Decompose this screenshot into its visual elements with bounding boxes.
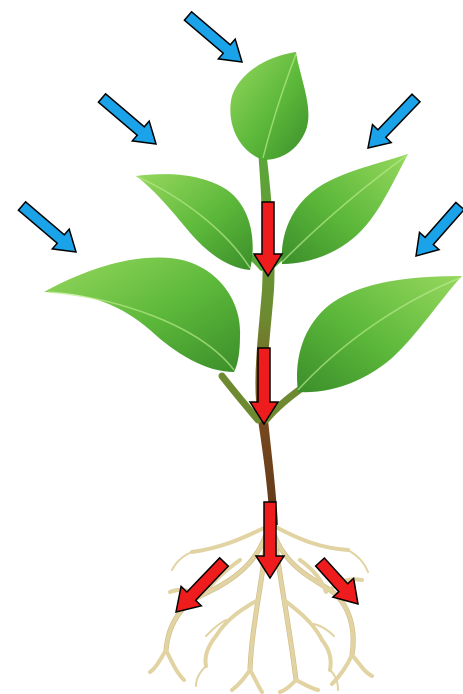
leaf-lower-right xyxy=(297,276,462,392)
leaf-upper-left xyxy=(136,174,253,270)
sunlight-arrow-icon xyxy=(18,202,76,252)
sunlight-arrow-icon xyxy=(184,12,242,62)
leaf-top xyxy=(230,52,308,160)
leaf-lower-left xyxy=(44,257,240,372)
sunlight-arrow-icon xyxy=(368,94,420,148)
sunlight-arrow-icon xyxy=(98,94,156,144)
sunlight-arrow-icon xyxy=(416,202,463,256)
leaf-upper-right xyxy=(282,154,408,264)
